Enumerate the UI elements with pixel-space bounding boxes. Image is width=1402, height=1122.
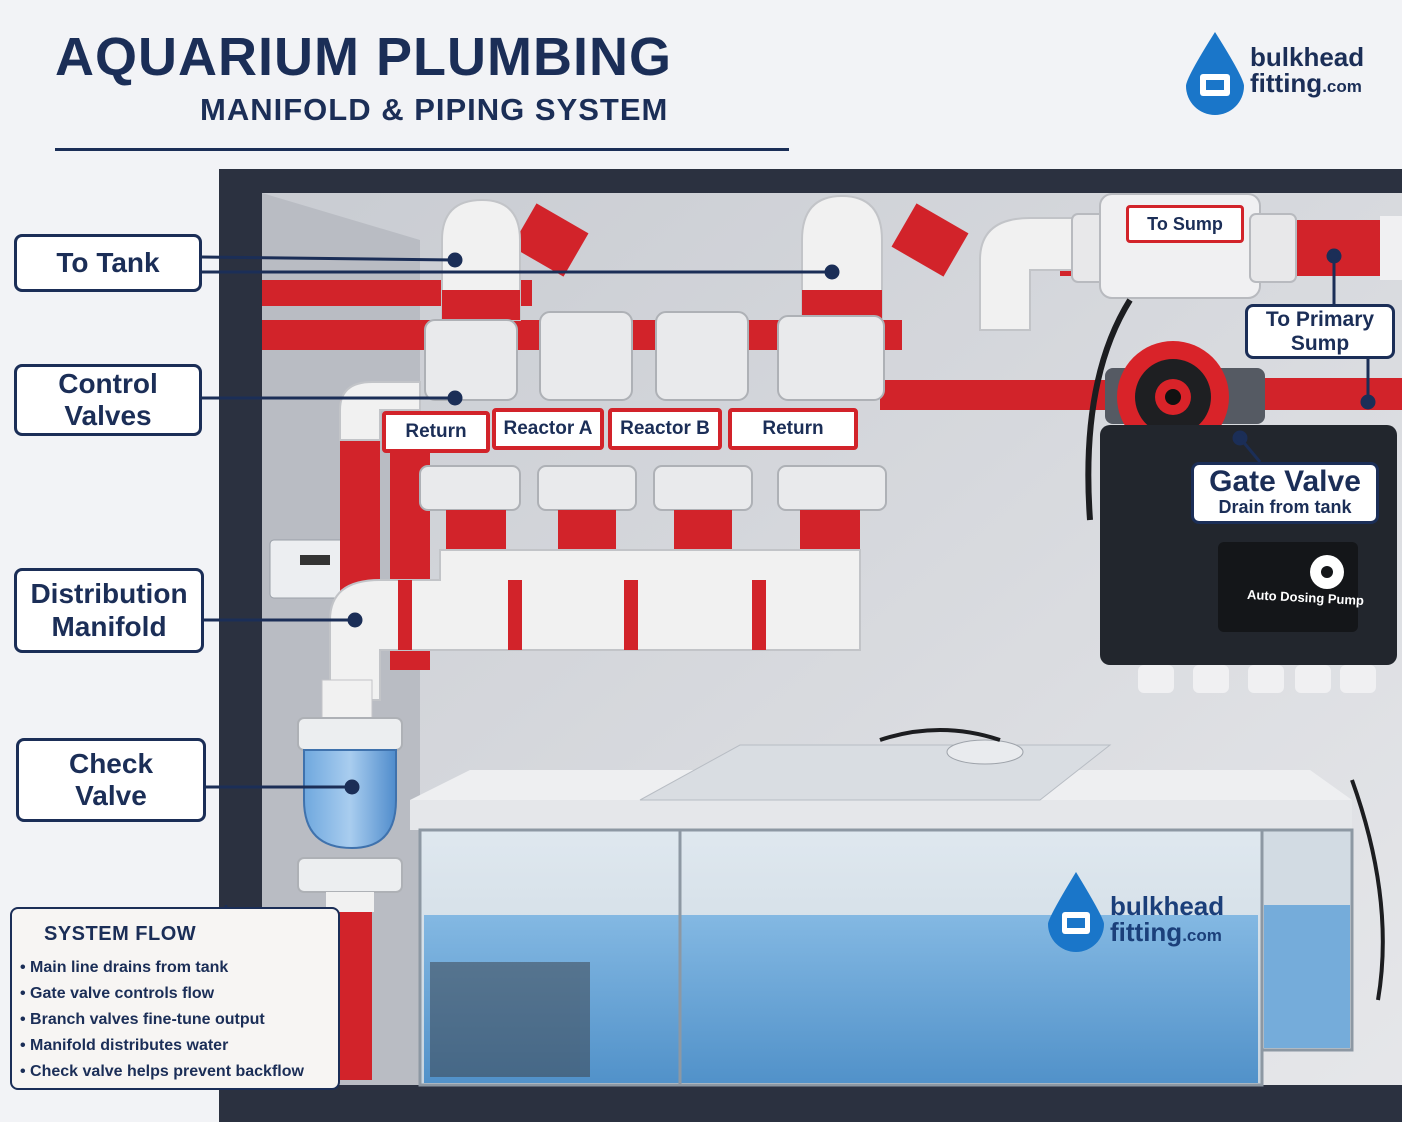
- pipe-tag-to-sump: To Sump: [1126, 205, 1244, 243]
- brand-line1: bulkhead: [1110, 891, 1225, 921]
- page-title: AQUARIUM PLUMBING: [55, 27, 672, 87]
- system-flow-list: Main line drains from tank Gate valve co…: [20, 955, 304, 1085]
- valve-tag-return-2: Return: [728, 408, 858, 450]
- title-divider: [55, 148, 789, 151]
- valve-tag-return-1: Return: [382, 411, 490, 453]
- gate-valve: [1105, 341, 1265, 453]
- dosing-pump-fan-icon: [1310, 555, 1344, 589]
- sump-tank: [410, 728, 1385, 1087]
- list-item: Check valve helps prevent backflow: [20, 1059, 304, 1085]
- callout-control-valves: Control Valves: [14, 364, 202, 436]
- list-item: Branch valves fine-tune output: [20, 1007, 304, 1033]
- water-drop-logo-icon: [1186, 32, 1244, 115]
- callout-to-tank: To Tank: [14, 234, 202, 292]
- valve-tag-reactor-b: Reactor B: [608, 408, 722, 450]
- callout-gate-valve: Gate Valve Drain from tank: [1191, 462, 1379, 524]
- control-valves: [419, 311, 887, 511]
- brand-line2: fitting.com: [1250, 68, 1362, 98]
- system-flow-title: SYSTEM FLOW: [44, 923, 197, 945]
- page-subtitle: MANIFOLD & PIPING SYSTEM: [200, 92, 669, 127]
- brand-line2: fitting.com: [1110, 917, 1222, 947]
- callout-leaders: [201, 248, 1376, 795]
- check-valve: [297, 679, 403, 912]
- callout-to-primary-sump: To Primary Sump: [1245, 304, 1395, 359]
- brand-line1: bulkhead: [1250, 42, 1365, 72]
- list-item: Manifold distributes water: [20, 1033, 304, 1059]
- brand-logo-tank: bulkhead fitting.com: [1110, 893, 1224, 945]
- water-drop-logo-icon: [1048, 872, 1104, 952]
- list-item: Gate valve controls flow: [20, 981, 304, 1007]
- callout-distribution-manifold: Distribution Manifold: [14, 568, 204, 653]
- callout-check-valve: Check Valve: [16, 738, 206, 822]
- system-flow-panel: SYSTEM FLOW Main line drains from tank G…: [10, 907, 340, 1090]
- valve-tag-reactor-a: Reactor A: [492, 408, 604, 450]
- list-item: Main line drains from tank: [20, 955, 304, 981]
- brand-logo-top: bulkhead fitting.com: [1250, 44, 1364, 96]
